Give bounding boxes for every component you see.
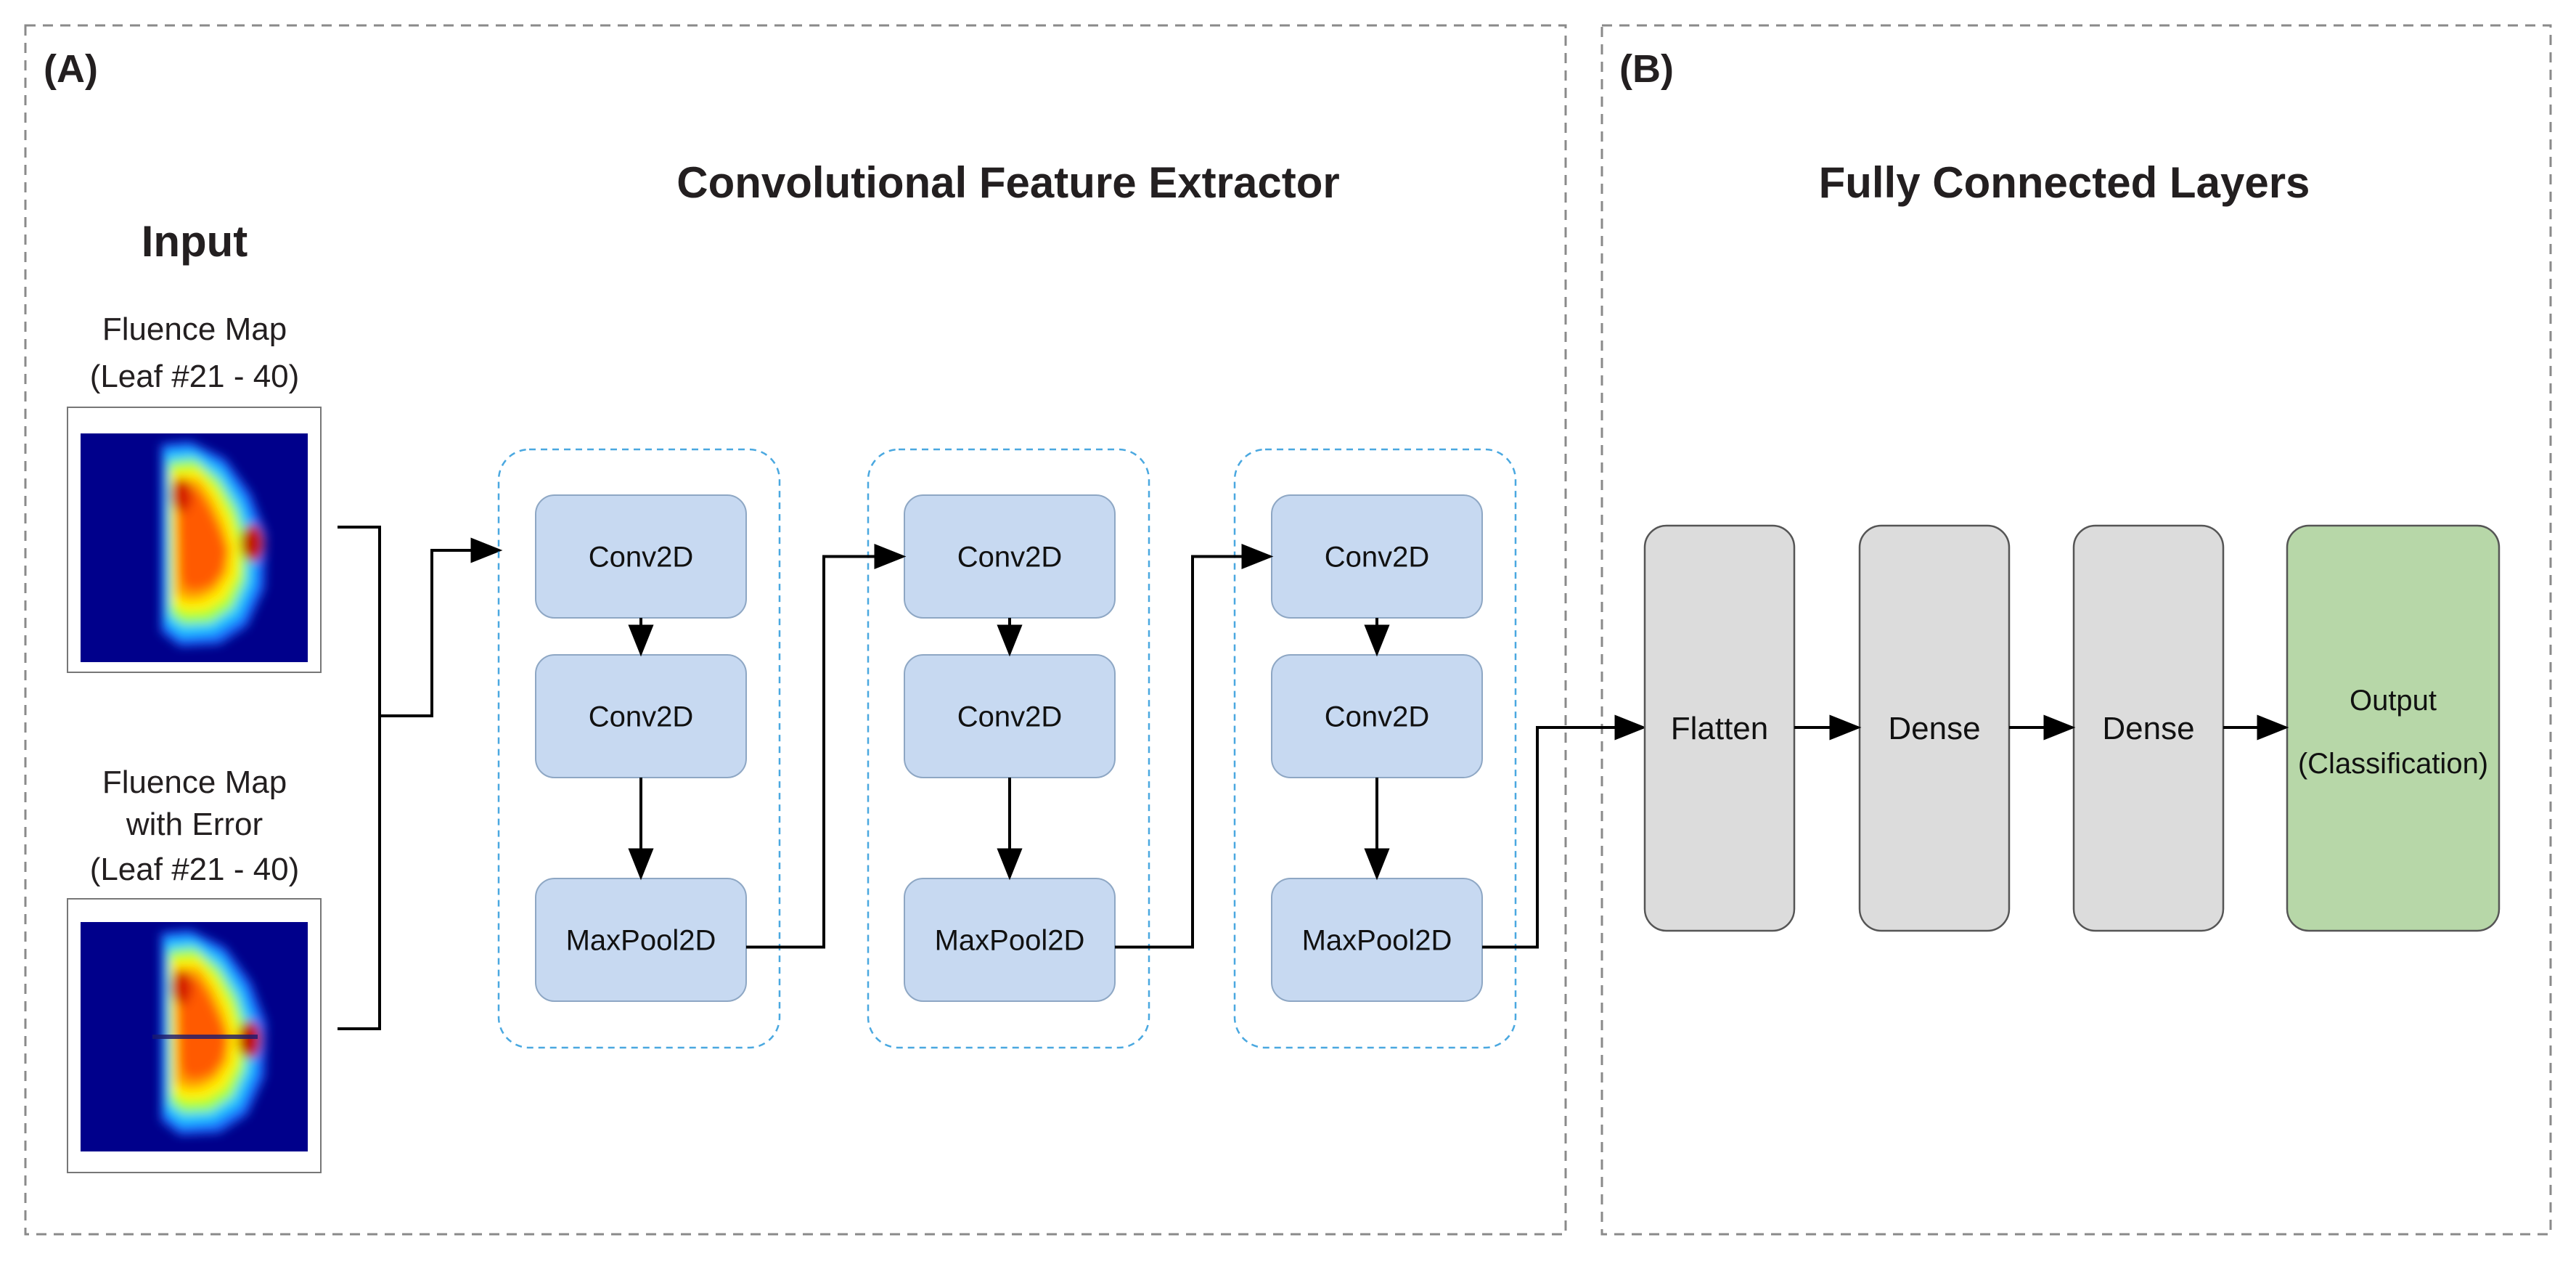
feature-extractor-title: Convolutional Feature Extractor (676, 158, 1339, 207)
block-1-layer-3-label: MaxPool2D (566, 925, 716, 957)
block-2-to-block-3-arrow (1115, 543, 1274, 949)
conv-block-1: Conv2D Conv2D MaxPool2D (497, 448, 781, 1049)
inputs-to-block-1-arrow (380, 537, 503, 717)
block-1-layer-1-label: Conv2D (589, 542, 694, 574)
block-3-to-flatten-arrow (1482, 714, 1647, 949)
conv-block-2-outline (867, 448, 1150, 1049)
input-2-caption-line-2: with Error (126, 807, 263, 842)
output-node (2286, 524, 2501, 932)
block-3-layer-1-label: Conv2D (1325, 542, 1430, 574)
input-2-caption-line-3: (Leaf #21 - 40) (90, 852, 300, 887)
fc-layer-2-label: Dense (1888, 711, 1980, 746)
conv-blocks: Conv2D Conv2D MaxPool2D Conv2D Conv2D MaxPool… (497, 448, 1517, 1049)
input-1-caption-line-1: Fluence Map (102, 311, 287, 347)
block-2-layer-3-label: MaxPool2D (935, 925, 1085, 957)
panel-a-label: (A) (44, 47, 98, 91)
input-heading: Input (142, 217, 248, 266)
conv-block-3-outline (1233, 448, 1517, 1049)
input-1-connector (338, 526, 381, 716)
output-label-line-2: (Classification) (2298, 748, 2488, 780)
panel-b-frame (1600, 24, 2552, 1236)
fluence-map-with-error-image (67, 898, 322, 1173)
input-2-connector (338, 716, 381, 1030)
fully-connected-layers: Flatten Dense Dense Output (Classification) (1482, 524, 2501, 949)
conv-block-1-outline (497, 448, 781, 1049)
conv-block-3: Conv2D Conv2D MaxPool2D (1233, 448, 1517, 1049)
block-1-to-block-2-arrow (746, 543, 907, 949)
conv-block-2: Conv2D Conv2D MaxPool2D (867, 448, 1150, 1049)
input-1-caption-line-2: (Leaf #21 - 40) (90, 359, 300, 394)
block-3-layer-2-label: Conv2D (1325, 701, 1430, 733)
fully-connected-title: Fully Connected Layers (1819, 158, 2310, 207)
fc-layer-1-label: Flatten (1671, 711, 1769, 746)
fc-layer-3-label: Dense (2102, 711, 2194, 746)
input-2-caption-line-1: Fluence Map (102, 764, 287, 800)
panel-a-frame (24, 24, 1567, 1236)
block-2-layer-1-label: Conv2D (957, 542, 1063, 574)
fluence-map-image (67, 407, 322, 673)
block-2-layer-2-label: Conv2D (957, 701, 1063, 733)
panel-b-label: (B) (1619, 47, 1674, 91)
block-1-layer-2-label: Conv2D (589, 701, 694, 733)
output-label-line-1: Output (2350, 685, 2437, 717)
block-3-layer-3-label: MaxPool2D (1302, 925, 1452, 957)
